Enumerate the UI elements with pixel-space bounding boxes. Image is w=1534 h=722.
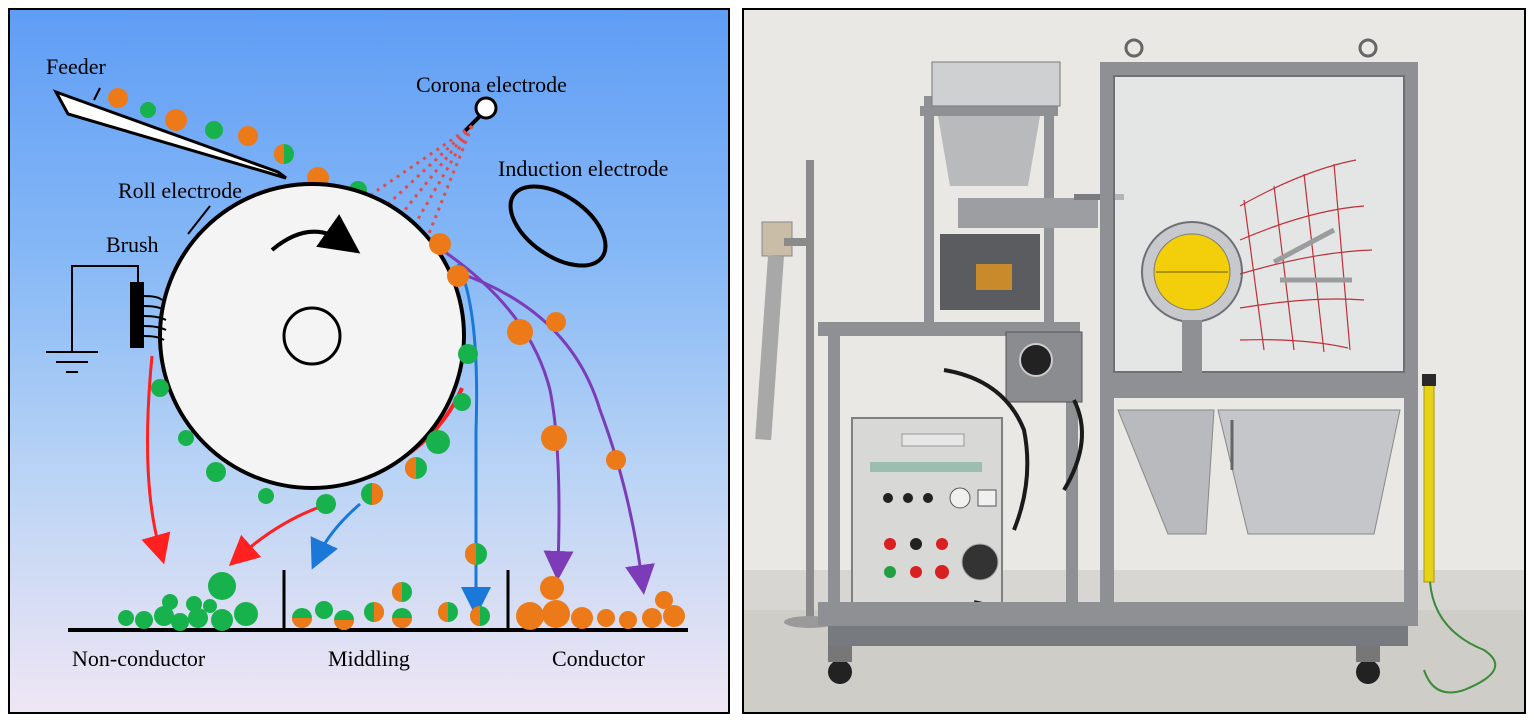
splitter-rods bbox=[1272, 227, 1352, 283]
electrostatic-separator-photo bbox=[744, 10, 1524, 712]
feeder-label: Feeder bbox=[46, 54, 106, 79]
blue-path-1 bbox=[310, 502, 361, 570]
collection-hoppers bbox=[1117, 409, 1401, 535]
falling-particles bbox=[151, 233, 626, 565]
separator-photo bbox=[742, 8, 1526, 714]
middling-label: Middling bbox=[328, 646, 410, 671]
conductor-pile bbox=[516, 576, 685, 630]
conductor-label: Conductor bbox=[552, 646, 645, 671]
corona-electrode bbox=[462, 96, 498, 134]
feed-hopper bbox=[931, 61, 1124, 310]
diagram-panel: Feeder Corona electrode Induction electr… bbox=[8, 8, 730, 714]
eye-bolts bbox=[1124, 38, 1378, 58]
red-path-2 bbox=[228, 502, 329, 567]
red-path-1 bbox=[141, 355, 171, 565]
clear-enclosure bbox=[1113, 75, 1405, 373]
right-frame bbox=[1100, 62, 1418, 622]
purple-path-2 bbox=[455, 270, 655, 595]
control-box bbox=[851, 417, 1003, 607]
voltage-box bbox=[1005, 331, 1083, 403]
non-conductor-label: Non-conductor bbox=[72, 646, 206, 671]
roll-electrode-label: Roll electrode bbox=[118, 178, 243, 203]
induction-electrode bbox=[508, 184, 608, 268]
brush-assembly bbox=[46, 265, 167, 373]
brush-label: Brush bbox=[106, 232, 159, 257]
roll-electrode bbox=[158, 182, 466, 490]
separator-diagram bbox=[46, 87, 688, 632]
feeder-tray bbox=[52, 87, 287, 180]
corona-electrode-label: Corona electrode bbox=[416, 72, 567, 97]
corona-spray bbox=[371, 124, 474, 237]
middling-pile bbox=[292, 582, 490, 630]
sample-stand bbox=[755, 160, 836, 628]
machine-base bbox=[818, 602, 1418, 684]
nonconductor-pile bbox=[118, 572, 258, 631]
collection-bins bbox=[68, 570, 688, 632]
roll-electrode-photo bbox=[1141, 221, 1243, 374]
induction-electrode-label: Induction electrode bbox=[498, 156, 669, 181]
ground-rod bbox=[1422, 374, 1497, 694]
purple-path-1 bbox=[441, 248, 574, 581]
angle-grid bbox=[1239, 159, 1373, 353]
